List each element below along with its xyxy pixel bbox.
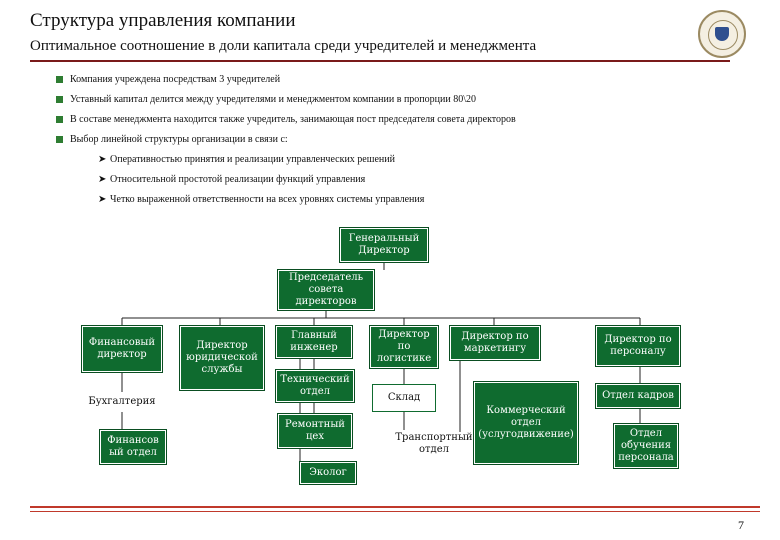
accounting-label: Бухгалтерия	[88, 396, 156, 407]
training-dept-box: Отдел обучения персонала	[613, 423, 679, 469]
bullet-text: В составе менеджмента находится также уч…	[70, 114, 516, 125]
page-number: 7	[738, 518, 744, 532]
bullet-item: Выбор линейной структуры организации в с…	[56, 134, 288, 145]
repair-shop-box: Ремонтный цех	[277, 413, 353, 449]
transport-dept-label: Транспортный отдел	[395, 432, 473, 455]
bullet-item: В составе менеджмента находится также уч…	[56, 114, 516, 125]
warehouse-box: Склад	[372, 384, 436, 412]
square-bullet-icon	[56, 96, 63, 103]
bullet-text: Выбор линейной структуры организации в с…	[70, 134, 288, 145]
commercial-dept-box: Коммерческий отдел (услугодвижение)	[473, 381, 579, 465]
finance-director-box: Финансовый директор	[81, 325, 163, 373]
arrow-bullet-icon: ➤	[98, 174, 107, 185]
sub-bullet-item: ➤Оперативностью принятия и реализации уп…	[98, 154, 395, 165]
bullet-item: Уставный капитал делится между учредител…	[56, 94, 476, 105]
sub-bullet-text: Относительной простотой реализации функц…	[110, 174, 366, 185]
ecologist-box: Эколог	[299, 461, 357, 485]
university-emblem-icon	[698, 10, 746, 58]
technical-dept-box: Технический отдел	[275, 369, 355, 403]
arrow-bullet-icon: ➤	[98, 154, 107, 165]
sub-bullet-text: Четко выраженной ответственности на всех…	[110, 194, 425, 205]
finance-dept-box: Финансов ый отдел	[99, 429, 167, 465]
square-bullet-icon	[56, 116, 63, 123]
logistics-director-box: Директор по логистике	[369, 325, 439, 369]
hr-dept-box: Отдел кадров	[595, 383, 681, 409]
marketing-director-box: Директор по маркетингу	[449, 325, 541, 361]
legal-director-box: Директор юридической службы	[179, 325, 265, 391]
general-director-box: Генеральный Директор	[339, 227, 429, 263]
hr-director-box: Директор по персоналу	[595, 325, 681, 367]
footer-divider	[30, 506, 760, 508]
sub-bullet-item: ➤Относительной простотой реализации функ…	[98, 174, 366, 185]
square-bullet-icon	[56, 76, 63, 83]
arrow-bullet-icon: ➤	[98, 194, 107, 205]
square-bullet-icon	[56, 136, 63, 143]
bullet-text: Уставный капитал делится между учредител…	[70, 94, 476, 105]
header-divider	[30, 60, 730, 62]
page-title: Структура управления компании	[30, 10, 296, 31]
chairman-box: Председатель совета директоров	[277, 269, 375, 311]
bullet-item: Компания учреждена посредствам 3 учредит…	[56, 74, 281, 85]
sub-bullet-text: Оперативностью принятия и реализации упр…	[110, 154, 395, 165]
bullet-text: Компания учреждена посредствам 3 учредит…	[70, 74, 281, 85]
page-subtitle: Оптимальное соотношение в доли капитала …	[30, 38, 537, 54]
footer-divider-thin	[30, 511, 760, 512]
sub-bullet-item: ➤Четко выраженной ответственности на все…	[98, 194, 425, 205]
chief-engineer-box: Главный инженер	[275, 325, 353, 359]
